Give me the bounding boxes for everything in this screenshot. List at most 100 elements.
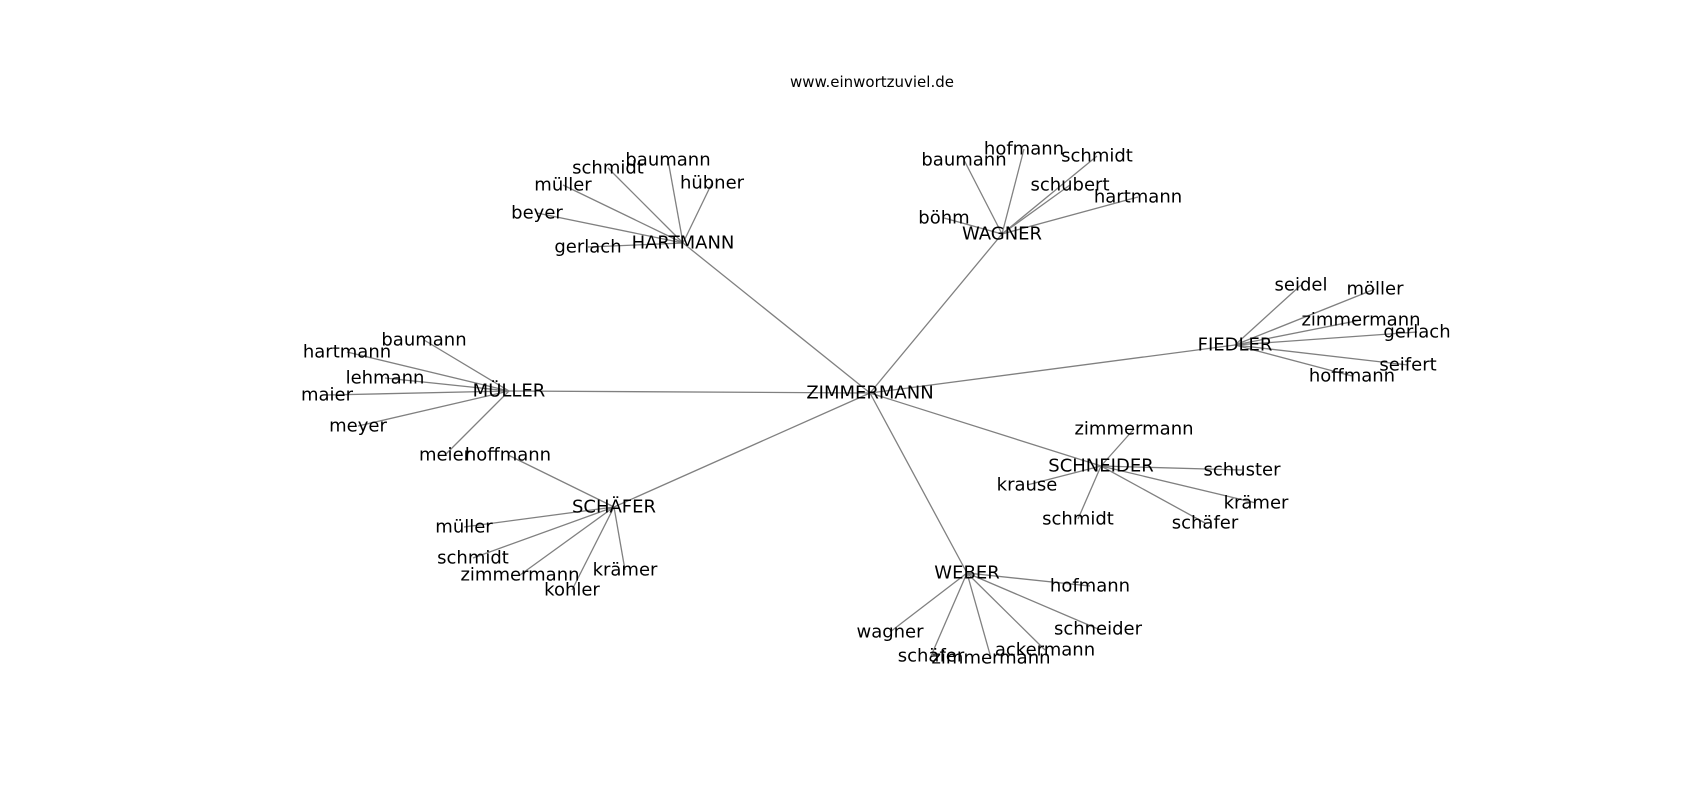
edge-schneider-krämer [1100, 465, 1257, 504]
edge-schäfer-krämer [613, 506, 626, 571]
leaf-node-label: hoffmann [465, 445, 551, 466]
edge-müller-meier [444, 390, 510, 456]
hub-node-label: HARTMANN [632, 233, 735, 254]
edge-weber-schäfer [930, 572, 968, 657]
edge-müller-maier [326, 390, 510, 396]
edge-weber-schneider [966, 572, 1099, 630]
edge-schneider-schuster [1100, 465, 1243, 471]
leaf-node-label: baumann [381, 330, 466, 351]
leaf-node-label: zimmermann [1301, 310, 1420, 331]
edge-müller-baumann [423, 339, 510, 392]
edge-schäfer-zimmermann [519, 506, 615, 576]
leaf-node-label: hofmann [1050, 576, 1130, 597]
edge-wagner-schmidt [1001, 155, 1098, 235]
leaf-node-label: böhm [918, 208, 969, 229]
leaf-node-label: meier [419, 445, 472, 466]
leaf-node-label: meyer [329, 416, 387, 437]
leaf-node-label: krämer [1224, 493, 1289, 514]
leaf-node-label: schuster [1203, 460, 1281, 481]
leaf-node-label: beyer [511, 203, 563, 224]
edge-wagner-schubert [1001, 184, 1071, 235]
edge-hartmann-beyer [536, 212, 684, 244]
edge-müller-meyer [357, 390, 510, 427]
edge-schäfer-müller [463, 506, 615, 528]
leaf-node-label: müller [435, 517, 493, 538]
edge-root-schäfer [613, 392, 871, 508]
leaf-node-label: schmidt [1061, 146, 1133, 167]
edge-schneider-schmidt [1077, 465, 1102, 520]
leaf-node-label: müller [534, 175, 592, 196]
leaf-node-label: baumann [625, 150, 710, 171]
leaf-node-label: gerlach [554, 237, 621, 258]
leaf-node-label: krämer [593, 560, 658, 581]
leaf-node-label: baumann [921, 150, 1006, 171]
labels-layer: ZIMMERMANNHARTMANNbaumannschmidtmüllerbe… [301, 139, 1451, 669]
edge-fiedler-seidel [1234, 284, 1302, 346]
leaf-node-label: zimmermann [460, 565, 579, 586]
edge-root-müller [508, 390, 871, 394]
edge-hartmann-baumann [667, 159, 684, 244]
hub-node-label: FIEDLER [1198, 335, 1273, 356]
edge-hartmann-hübner [682, 182, 713, 244]
leaf-node-label: zimmermann [1074, 419, 1193, 440]
edge-wagner-baumann [963, 159, 1003, 235]
leaf-node-label: schneider [1054, 619, 1143, 640]
hub-node-label: SCHNEIDER [1048, 456, 1153, 477]
leaf-node-label: schäfer [1172, 513, 1239, 534]
edge-weber-hofmann [966, 572, 1091, 587]
leaf-node-label: hartmann [1094, 187, 1182, 208]
edge-hartmann-gerlach [587, 242, 684, 248]
leaf-node-label: wagner [856, 622, 924, 643]
leaf-node-label: seifert [1379, 355, 1436, 376]
leaf-node-label: kohler [544, 580, 600, 601]
leaf-node-label: lehmann [346, 368, 425, 389]
leaf-node-label: schmidt [1042, 509, 1114, 530]
edge-wagner-hartmann [1001, 196, 1139, 235]
leaf-node-label: hartmann [303, 342, 391, 363]
root-node-label: ZIMMERMANN [806, 383, 933, 404]
edge-schäfer-hoffmann [507, 454, 615, 508]
edge-fiedler-gerlach [1234, 331, 1418, 346]
edge-wagner-böhm [943, 217, 1003, 235]
edge-fiedler-zimmermann [1234, 319, 1362, 346]
edge-hartmann-schmidt [607, 167, 684, 244]
leaf-node-label: hofmann [984, 139, 1064, 160]
leaf-node-label: maier [301, 385, 354, 406]
leaf-node-label: schmidt [572, 158, 644, 179]
hub-node-label: MÜLLER [473, 380, 546, 402]
leaf-node-label: hübner [680, 173, 745, 194]
edge-hartmann-müller [562, 184, 684, 244]
leaf-node-label: schmidt [437, 548, 509, 569]
edge-schneider-krause [1026, 465, 1102, 486]
edge-schneider-zimmermann [1100, 428, 1135, 467]
edge-root-schneider [869, 392, 1102, 467]
leaf-node-label: hoffmann [1309, 366, 1395, 387]
edge-fiedler-hoffmann [1234, 344, 1353, 377]
hub-node-label: WEBER [934, 563, 999, 584]
leaf-node-label: möller [1346, 279, 1404, 300]
leaf-node-label: schubert [1030, 175, 1109, 196]
leaf-node-label: seidel [1275, 275, 1328, 296]
leaf-node-label: schäfer [898, 646, 965, 667]
edges-layer [326, 148, 1418, 659]
leaf-node-label: krause [997, 475, 1058, 496]
edge-weber-wagner [889, 572, 968, 633]
edge-müller-hartmann [346, 351, 510, 392]
edge-weber-ackermann [966, 572, 1046, 651]
hub-node-label: WAGNER [962, 224, 1042, 245]
edge-root-fiedler [869, 344, 1236, 394]
edge-schäfer-kohler [571, 506, 615, 591]
edge-weber-zimmermann [966, 572, 992, 659]
edge-müller-lehmann [384, 377, 510, 392]
edge-wagner-hofmann [1001, 148, 1025, 235]
leaf-node-label: gerlach [1383, 322, 1450, 343]
edge-root-weber [869, 392, 968, 574]
hub-node-label: SCHÄFER [572, 497, 656, 518]
edge-root-hartmann [682, 242, 871, 394]
diagram-title: www.einwortzuviel.de [790, 73, 954, 91]
edge-root-wagner [869, 233, 1003, 394]
leaf-node-label: ackermann [995, 640, 1095, 661]
leaf-node-label: zimmermann [931, 648, 1050, 669]
edge-schäfer-schmidt [472, 506, 615, 559]
